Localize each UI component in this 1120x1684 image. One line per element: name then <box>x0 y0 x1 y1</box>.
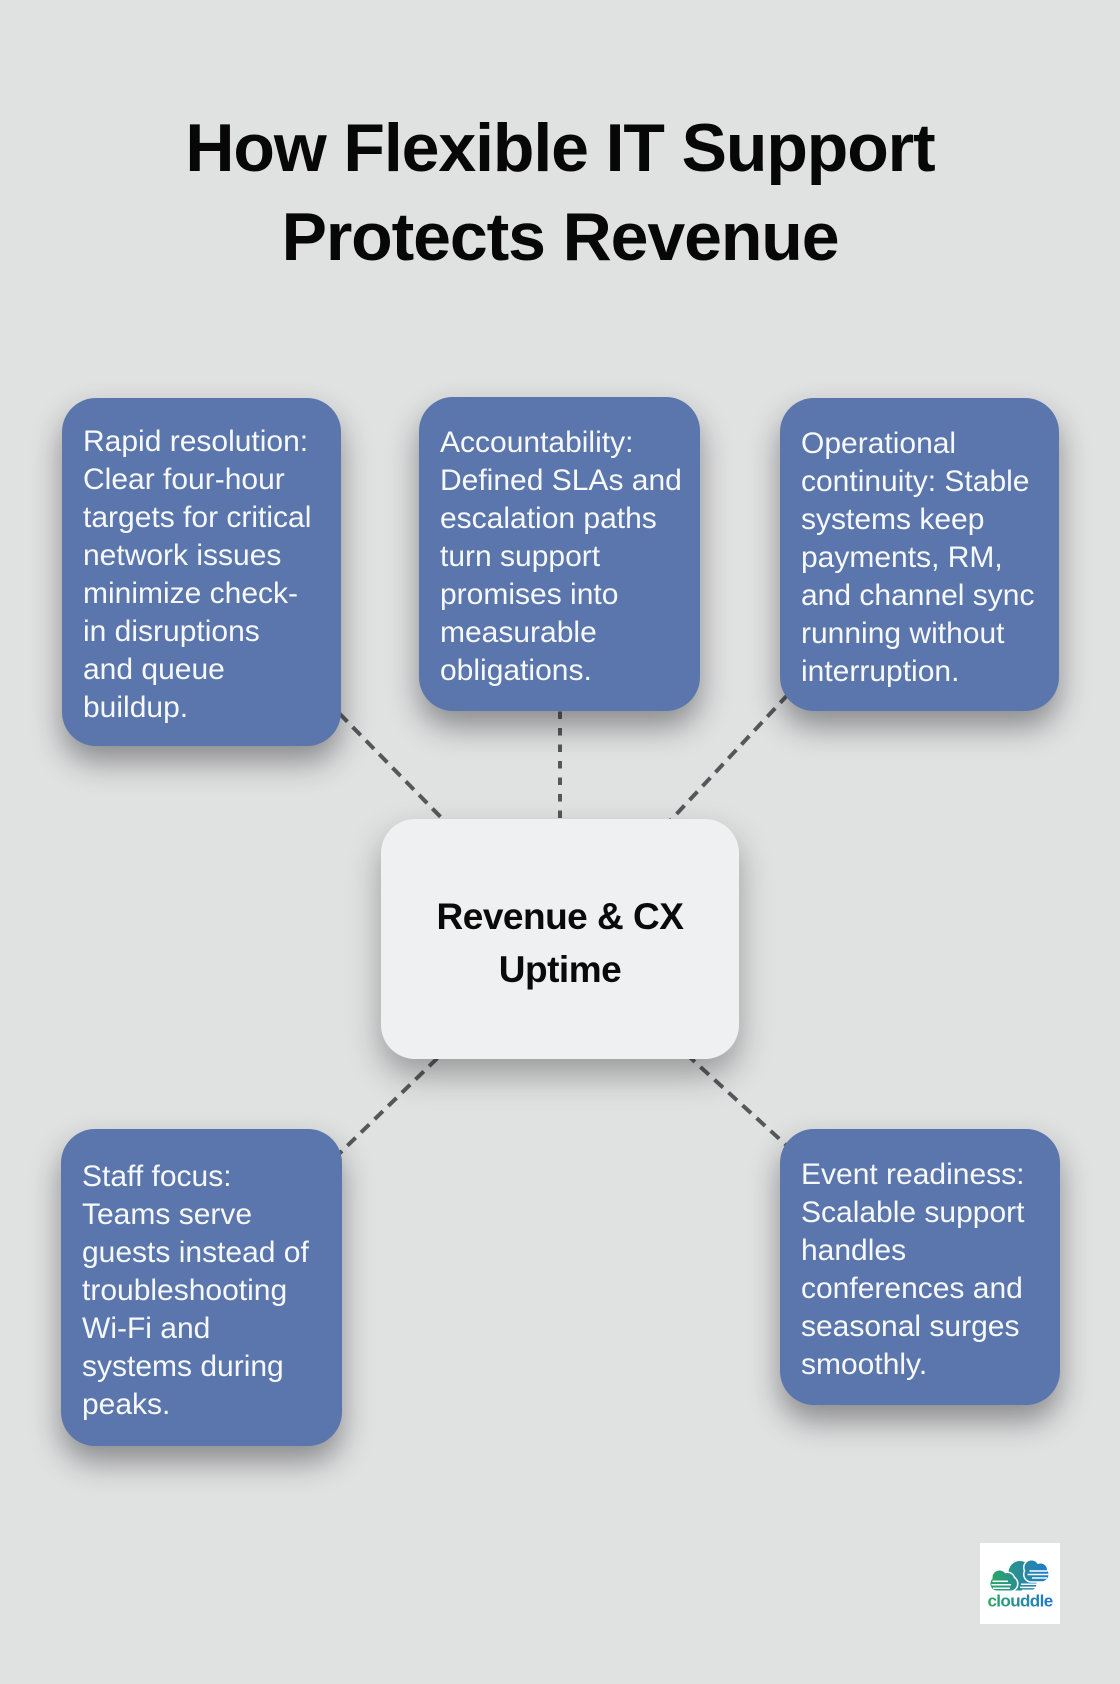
svg-text:clouddle: clouddle <box>987 1592 1052 1611</box>
